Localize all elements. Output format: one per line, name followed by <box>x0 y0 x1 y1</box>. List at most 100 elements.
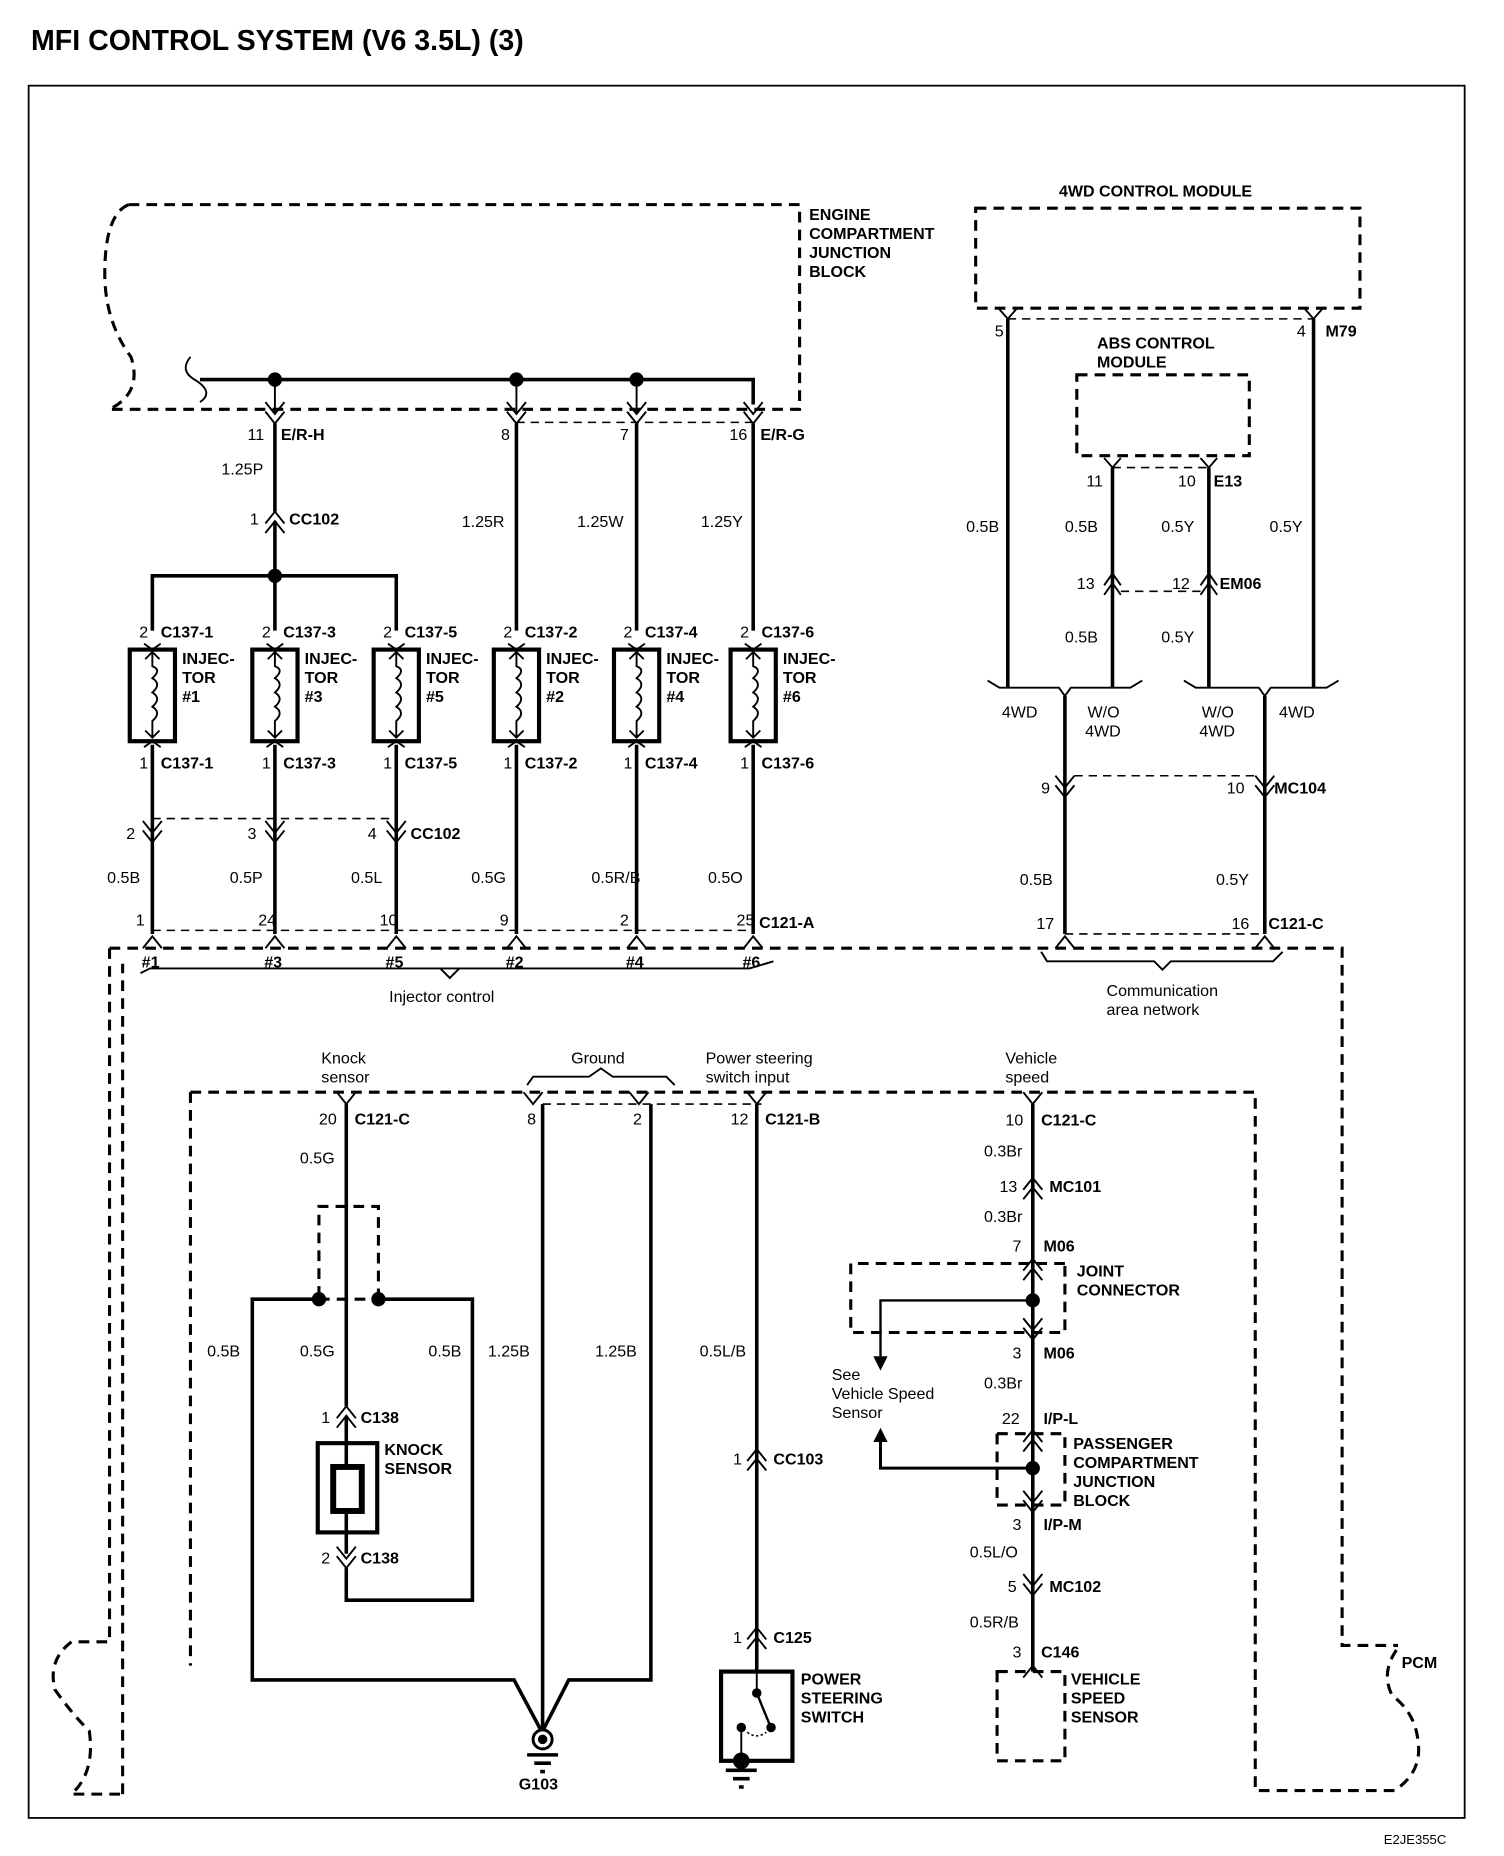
injector-label: #2 <box>546 688 564 706</box>
pin-number: 3 <box>1013 1643 1022 1661</box>
can-label-2: area network <box>1107 1001 1201 1019</box>
can-label-1: Communication <box>1107 982 1218 1000</box>
joint-connector-label-1: JOINT <box>1077 1263 1124 1281</box>
pin-number: 16 <box>729 426 747 444</box>
connector-id: CC103 <box>773 1451 823 1469</box>
page-title: MFI CONTROL SYSTEM (V6 3.5L) (3) <box>31 25 524 57</box>
pin-number: 5 <box>995 323 1004 341</box>
fourwd-module-label: 4WD CONTROL MODULE <box>1059 182 1252 200</box>
pin-number: 10 <box>1005 1111 1023 1129</box>
coil-icon <box>508 650 525 739</box>
coil-icon <box>267 650 283 739</box>
pcjb-label-1: PASSENGER <box>1073 1435 1173 1453</box>
pin-number: 22 <box>1002 1410 1020 1428</box>
pin-number: 11 <box>1086 473 1103 491</box>
vss-label-3: SENSOR <box>1071 1709 1139 1727</box>
connector-id: C121-A <box>759 914 815 932</box>
wire-color: 0.5B <box>966 518 999 536</box>
option-label: W/O <box>1202 703 1234 721</box>
injector-number: #2 <box>506 953 524 971</box>
wire-color: 0.5B <box>1065 628 1098 646</box>
injector-control-label: Injector control <box>389 988 494 1006</box>
injector-label: TOR <box>546 669 580 687</box>
arrow-up-icon <box>873 1427 888 1442</box>
wire-color: 1.25Y <box>701 513 743 531</box>
injector-number: #4 <box>626 953 644 971</box>
pin-number: 1 <box>624 755 633 773</box>
diagram-frame <box>27 84 1466 1819</box>
wire-color: 1.25B <box>488 1342 530 1360</box>
pin-number: 2 <box>620 912 629 930</box>
connector-id: C137-3 <box>283 624 336 642</box>
coil-icon <box>745 650 762 739</box>
ecjb-label-4: BLOCK <box>809 263 866 281</box>
connector-id: E13 <box>1214 473 1243 491</box>
wire-color: 0.5G <box>300 1342 335 1360</box>
knock-label-2: sensor <box>321 1069 370 1087</box>
wire-color: 0.5Y <box>1161 628 1194 646</box>
abs-module-label-2: MODULE <box>1097 354 1167 372</box>
joint-connector-label-2: CONNECTOR <box>1077 1282 1181 1300</box>
ps-switch-label-3: SWITCH <box>801 1709 864 1727</box>
splice-dot <box>267 568 283 583</box>
connector-id: C137-2 <box>525 755 578 773</box>
pin-number: 11 <box>248 426 265 444</box>
pin-number: 3 <box>248 825 257 843</box>
connector-id: C137-4 <box>645 755 698 773</box>
abs-control-module <box>1075 373 1251 458</box>
injector-label: #4 <box>666 688 684 706</box>
pin-number: 1 <box>321 1409 330 1427</box>
wire-color: 0.5R/B <box>970 1614 1019 1632</box>
pin-number: 25 <box>737 912 755 930</box>
ps-label-1: Power steering <box>706 1050 813 1068</box>
pin-number: 1 <box>733 1451 742 1469</box>
pin-number: 1 <box>250 511 259 529</box>
connector-id: M06 <box>1043 1345 1074 1363</box>
connector-id: C121-C <box>1041 1111 1097 1129</box>
ecjb-label-1: ENGINE <box>809 206 871 224</box>
knock-sensor-label-2: SENSOR <box>384 1460 452 1478</box>
passenger-compartment-junction-block <box>995 1432 1067 1507</box>
pin-number: 20 <box>319 1110 337 1128</box>
wire-color: 0.5P <box>230 869 263 887</box>
injector-number: #1 <box>142 953 160 971</box>
pin-number: 10 <box>1178 473 1196 491</box>
pin-number: 2 <box>139 624 148 642</box>
connector-id: E/R-G <box>760 426 805 444</box>
injector-label: INJEC- <box>305 650 358 668</box>
pin-number: 2 <box>624 624 633 642</box>
connector-id: MC104 <box>1274 780 1326 798</box>
engine-compartment-junction-block: ENGINE COMPARTMENT JUNCTION BLOCK <box>103 203 935 415</box>
pin-number: 2 <box>633 1110 642 1128</box>
injector-label: #1 <box>182 688 200 706</box>
wire-color: 0.5O <box>708 869 743 887</box>
connector-id: M06 <box>1043 1238 1074 1256</box>
see-vss-label-1: See <box>832 1366 861 1384</box>
pin-number: 1 <box>740 755 749 773</box>
wire-color: 0.5B <box>207 1342 240 1360</box>
injector-label: INJEC- <box>182 650 235 668</box>
pin-number: 2 <box>503 624 512 642</box>
wire-color: 0.5Y <box>1216 871 1249 889</box>
power-steering-circuit: Power steering switch input 12 C121-B 0.… <box>700 1050 883 1789</box>
option-label: 4WD <box>1199 722 1235 740</box>
vehicle-speed-circuit: Vehicle speed 10 C121-C 0.3Br 13 MC101 0… <box>832 1050 1199 1763</box>
connector-id: C137-2 <box>525 624 578 642</box>
connector-id: C121-C <box>355 1110 411 1128</box>
wire-color: 0.3Br <box>984 1142 1023 1160</box>
connector-id: EM06 <box>1220 575 1262 593</box>
injector-label: TOR <box>182 669 216 687</box>
pin-number: 1 <box>262 755 271 773</box>
option-label: 4WD <box>1002 703 1038 721</box>
wire-color: 0.5L/O <box>970 1543 1018 1561</box>
pin-number: 2 <box>321 1549 330 1567</box>
connector-id: C137-5 <box>405 755 458 773</box>
can-bus-section: 4WD CONTROL MODULE 5 4 M79 ABS CONTROL M… <box>966 182 1362 1019</box>
option-label: W/O <box>1088 703 1120 721</box>
pin-number: 10 <box>1227 780 1245 798</box>
wire-color: 0.5B <box>1020 871 1053 889</box>
